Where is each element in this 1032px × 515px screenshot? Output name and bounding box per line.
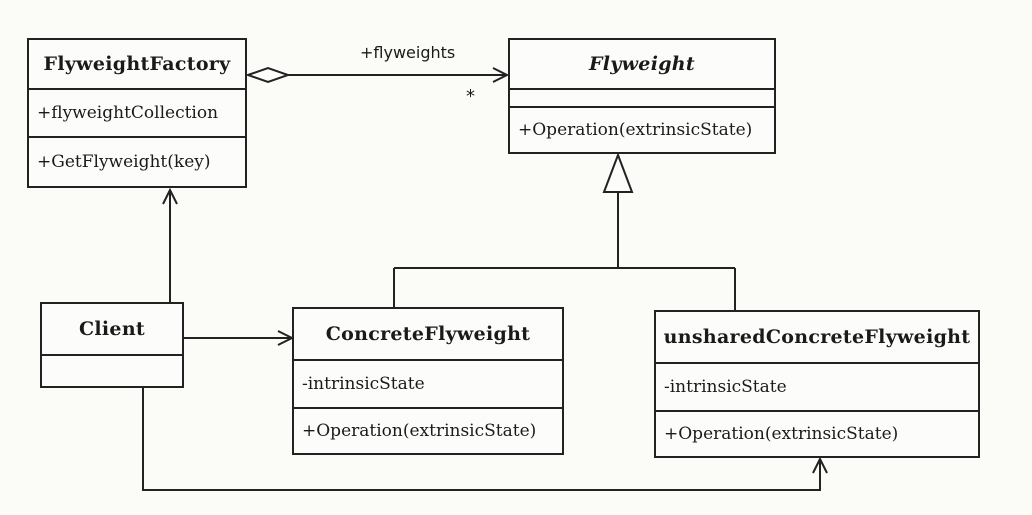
- class-name: ConcreteFlyweight: [294, 309, 562, 361]
- class-name: Flyweight: [510, 40, 774, 90]
- association-multiplicity-label: *: [466, 86, 475, 107]
- attribute-compartment: -intrinsicState: [294, 361, 562, 409]
- flyweight-class: Flyweight +Operation(extrinsicState): [508, 38, 776, 154]
- aggregation-diamond: [244, 66, 292, 84]
- attribute-compartment: [42, 356, 182, 386]
- class-name: Client: [42, 304, 182, 356]
- unshared-concrete-flyweight-class: unsharedConcreteFlyweight -intrinsicStat…: [654, 310, 980, 458]
- client-class: Client: [40, 302, 184, 388]
- attribute-compartment: +flyweightCollection: [29, 90, 245, 138]
- client-unshared-line: [142, 387, 821, 491]
- flyweight-factory-class: FlyweightFactory +flyweightCollection +G…: [27, 38, 247, 188]
- attribute-compartment: [510, 90, 774, 108]
- concrete-flyweight-class: ConcreteFlyweight -intrinsicState +Opera…: [292, 307, 564, 455]
- operation-compartment: +Operation(extrinsicState): [518, 120, 753, 140]
- operation-compartment: +GetFlyweight(key): [37, 152, 211, 172]
- client-unshared-arrowhead: [812, 456, 828, 474]
- generalization-triangle: [602, 152, 634, 193]
- association-role-label: +flyweights: [360, 43, 456, 62]
- operation-compartment: +Operation(extrinsicState): [664, 424, 899, 444]
- operation-compartment: +Operation(extrinsicState): [302, 421, 537, 441]
- attribute-compartment: -intrinsicState: [656, 364, 978, 412]
- aggregation-arrowhead: [492, 67, 510, 83]
- client-factory-arrowhead: [162, 187, 178, 205]
- class-name: unsharedConcreteFlyweight: [656, 312, 978, 364]
- class-name: FlyweightFactory: [29, 40, 245, 90]
